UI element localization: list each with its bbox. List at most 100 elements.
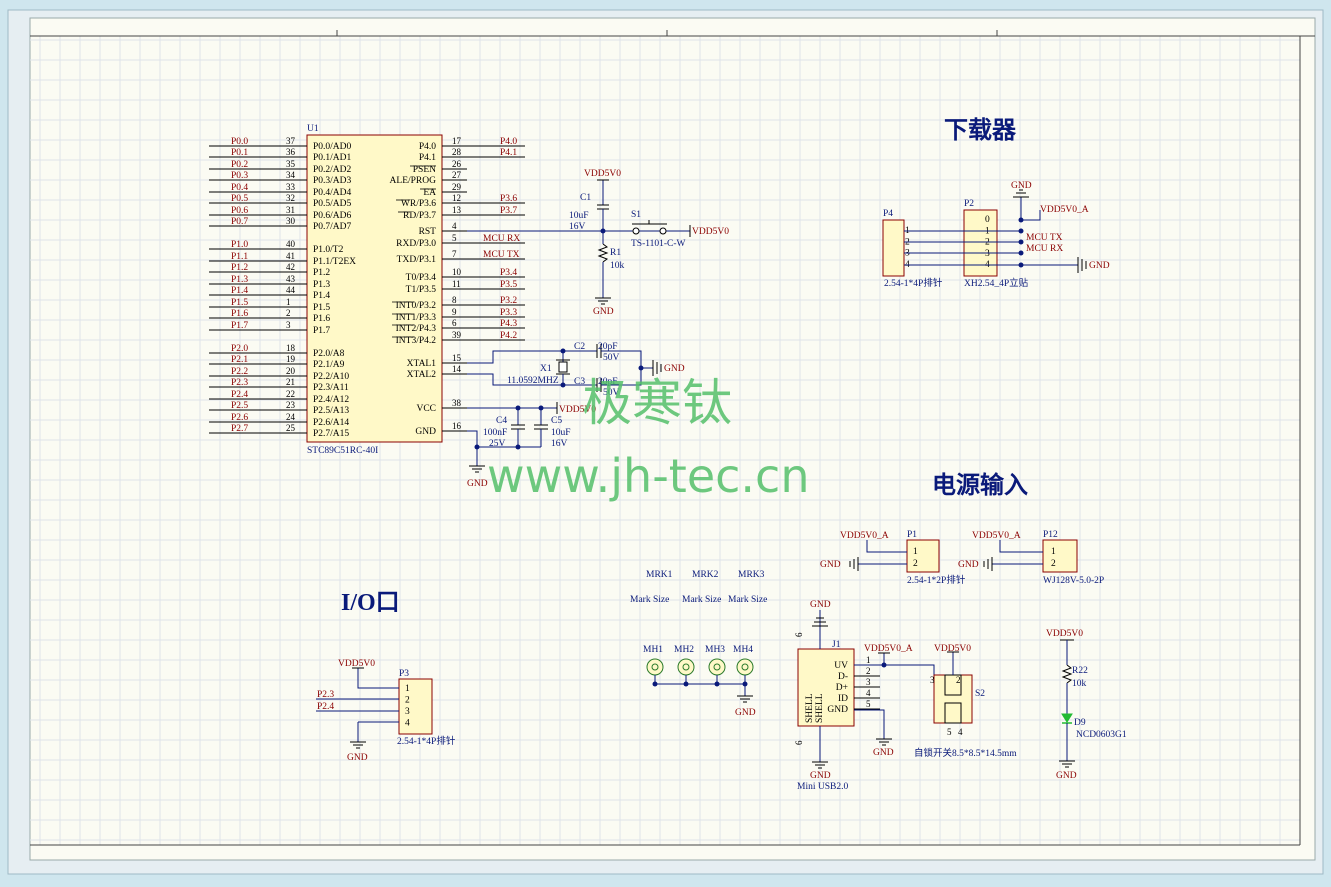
r1-designator: R1 (610, 248, 621, 258)
j1-pin-num: 1 (866, 655, 871, 665)
u1-pin-name: P1.0/T2 (313, 245, 344, 255)
j1-shell-num-bottom: 6 (794, 740, 804, 745)
u1-pin-name: P2.3/A11 (313, 383, 349, 393)
p3-pin: 4 (405, 719, 410, 729)
u1-pin-num: 9 (452, 307, 457, 317)
u1-pin-num: 1 (286, 297, 291, 307)
j1-pin-num: 5 (866, 699, 871, 709)
u1-pin-num: 23 (286, 400, 296, 410)
u1-pin-name: P2.6/A14 (313, 418, 349, 428)
p12-vdd-label: VDD5V0_A (972, 531, 1021, 541)
r22-designator: R22 (1072, 666, 1088, 676)
u1-pin-num: 26 (452, 159, 462, 169)
mounting-hole-designator: MH3 (705, 645, 725, 655)
j1-shell-label-1: SHELL (815, 693, 825, 723)
mark-designator: MRK1 (646, 570, 673, 580)
u1-net-left: P1.4 (231, 286, 248, 296)
u1-net-left: P2.2 (231, 367, 248, 377)
j1-pin-name: D- (838, 672, 848, 682)
mounting-hole-designator: MH2 (674, 645, 694, 655)
u1-pin-name: T1/P3.5 (406, 285, 437, 295)
j1-pin-name: ID (838, 694, 848, 704)
u1-pin-name: P2.4/A12 (313, 395, 349, 405)
p3-pin: 2 (405, 696, 410, 706)
u1-pin-num: 30 (286, 216, 296, 226)
p1-vdd-label: VDD5V0_A (840, 531, 889, 541)
u1-pin-num: 13 (452, 205, 462, 215)
u1-pin-num: 4 (452, 221, 457, 231)
u1-pin-num: 3 (286, 320, 291, 330)
u1-net-left: P0.5 (231, 194, 248, 204)
u1-pin-num: 24 (286, 412, 296, 422)
j1-shell-num-top: 6 (794, 632, 804, 637)
p3-net-p23: P2.3 (317, 690, 334, 700)
u1-pin-name: P1.7 (313, 326, 330, 336)
u1-pin-name: P0.6/AD6 (313, 211, 352, 221)
u1-pin-num: 15 (452, 353, 462, 363)
u1-net-left: P0.4 (231, 183, 248, 193)
title-downloader: 下载器 (944, 117, 1017, 144)
u1-pin-name: INT1/P3.3 (396, 313, 437, 323)
c1-designator: C1 (580, 193, 591, 203)
u1-pin-name: INT0/P3.2 (396, 301, 437, 311)
u1-pin-name: EA (423, 188, 436, 198)
s1-designator: S1 (631, 210, 641, 220)
s2-pin4: 4 (958, 727, 963, 737)
c3-voltage: 50V (603, 388, 620, 398)
u1-pin-num: 34 (286, 170, 296, 180)
p1-pin2: 2 (913, 559, 918, 569)
j1-gnd-top-label: GND (810, 600, 831, 610)
c1-value: 10uF (569, 211, 589, 221)
j1-gnd-right-label: GND (873, 748, 894, 758)
u1-net-right: P3.4 (500, 268, 517, 278)
u1-pin-name: P0.4/AD4 (313, 188, 352, 198)
u1-pin-num: 14 (452, 364, 462, 374)
u1-pin-name: P0.0/AD0 (313, 142, 352, 152)
watermark-cn: 极寒钛 (582, 374, 732, 432)
u1-pin-name: GND (415, 427, 436, 437)
p3-pin: 1 (405, 684, 410, 694)
u1-pin-num: 29 (452, 182, 462, 192)
u1-net-right: P3.7 (500, 206, 517, 216)
p2-pin: 2 (985, 238, 990, 248)
u1-net-right: MCU RX (483, 234, 520, 244)
vcc-vdd-label: VDD5V0 (559, 405, 596, 415)
u1-pin-name: WR/P3.6 (401, 199, 436, 209)
p4-designator: P4 (883, 209, 893, 219)
u1-pin-name: ALE/PROG (390, 176, 437, 186)
u1-pin-name: TXD/P3.1 (397, 255, 437, 265)
u1-pin-num: 28 (452, 147, 462, 157)
d9-part: NCD0603G1 (1076, 730, 1127, 740)
u1-pin-name: XTAL2 (407, 370, 437, 380)
u1-pin-num: 16 (452, 421, 462, 431)
mounting-hole-designator: MH4 (733, 645, 753, 655)
u1-net-left: P1.2 (231, 263, 248, 273)
u1-net-left: P0.2 (231, 160, 248, 170)
p2-tx-label: MCU TX (1026, 233, 1063, 243)
u1-pin-name: P0.3/AD3 (313, 176, 352, 186)
c4-designator: C4 (496, 416, 507, 426)
u1-net-left: P1.7 (231, 321, 248, 331)
u1-net-left: P1.5 (231, 298, 248, 308)
u1-pin-name: P1.5 (313, 303, 330, 313)
p3-net-p24: P2.4 (317, 702, 334, 712)
u1-net-left: P1.6 (231, 309, 248, 319)
u1-pin-num: 40 (286, 239, 296, 249)
u1-pin-num: 10 (452, 267, 462, 277)
u1-pin-name: P4.1 (419, 153, 436, 163)
u1-pin-num: 17 (452, 136, 462, 146)
u1-pin-num: 32 (286, 193, 295, 203)
u1-net-right: P3.6 (500, 194, 517, 204)
j1-shell-label-2: SHELL (805, 693, 815, 723)
u1-pin-name: RD/P3.7 (403, 211, 436, 221)
c2-value: 20pF (598, 342, 618, 352)
p2-vdd-label: VDD5V0_A (1040, 205, 1089, 215)
p2-gnd-right-label: GND (1089, 261, 1110, 271)
power-input-section: P1 2.54-1*2P排针 1 2 VDD5V0_A GND P12 WJ12… (820, 530, 1104, 586)
u1-pin-name: P0.1/AD1 (313, 153, 352, 163)
u1-pin-name: P1.3 (313, 280, 330, 290)
p2-rx-label: MCU RX (1026, 244, 1063, 254)
